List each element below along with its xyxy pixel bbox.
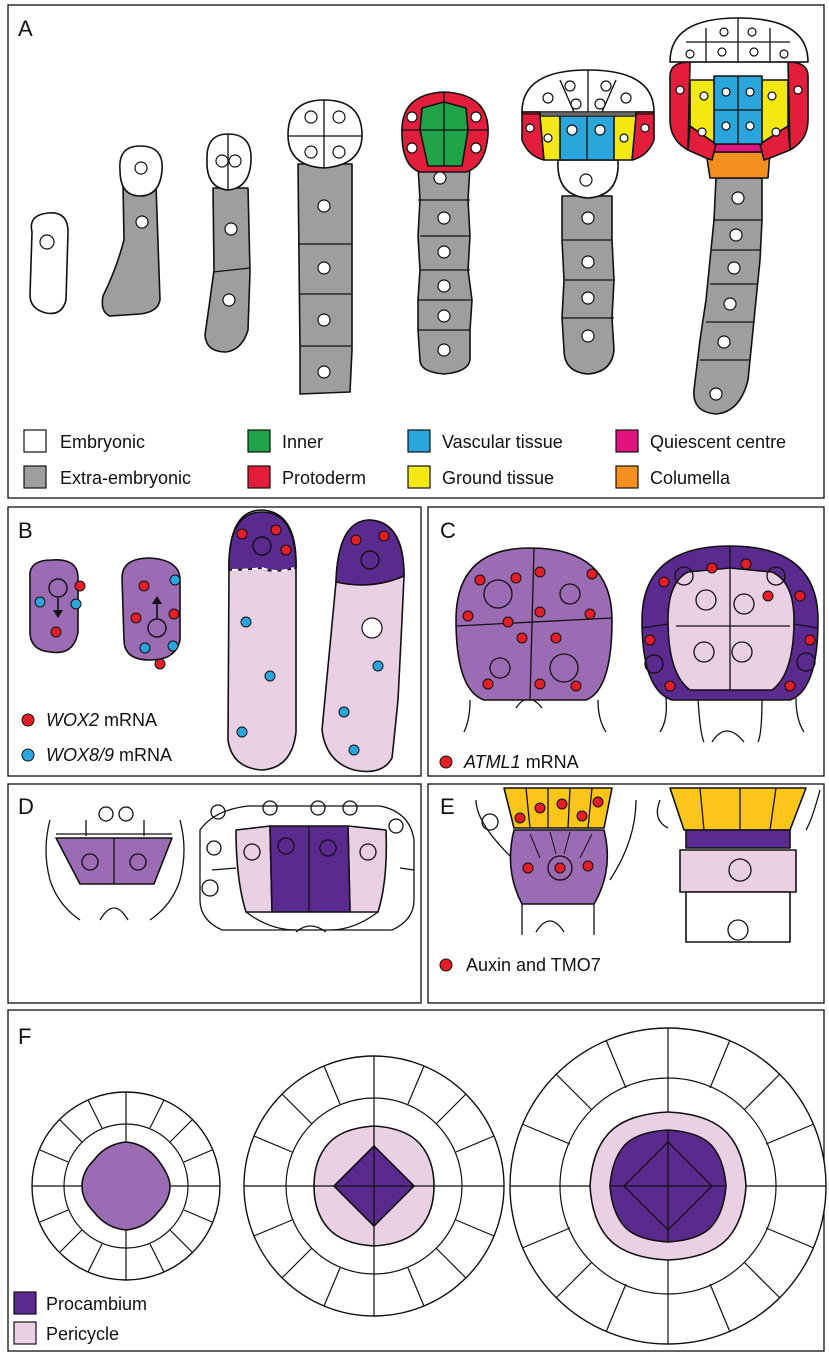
stage-two-cell <box>205 134 251 352</box>
svg-text:WOX2 mRNA: WOX2 mRNA <box>46 710 157 730</box>
b-cell-3 <box>228 510 296 770</box>
b-cell-1 <box>30 560 85 653</box>
legend-atml1-suffix: mRNA <box>521 752 579 772</box>
panel-d-label: D <box>18 794 34 819</box>
svg-text:WOX8/9 mRNA: WOX8/9 mRNA <box>46 745 172 765</box>
panel-b-label: B <box>18 518 33 543</box>
legend-a: Embryonic Extra-embryonic Inner Protoder… <box>24 430 786 488</box>
legend-b: WOX2 mRNA WOX8/9 mRNA <box>22 710 172 765</box>
swatch-procambium <box>14 1292 36 1314</box>
swatch-extra-embryonic <box>24 466 46 488</box>
panel-c-label: C <box>440 518 456 543</box>
legend-wox2-suffix: mRNA <box>99 710 157 730</box>
legend-pericycle: Pericycle <box>46 1324 119 1344</box>
legend-auxin: Auxin and TMO7 <box>466 955 601 975</box>
swatch-protoderm <box>248 466 270 488</box>
swatch-embryonic <box>24 430 46 452</box>
panel-e: E <box>428 784 824 1003</box>
panel-a: A <box>8 5 824 498</box>
swatch-inner <box>248 430 270 452</box>
legend-extra-embryonic: Extra-embryonic <box>60 468 191 488</box>
panel-c: C <box>428 507 824 776</box>
e-embryo-2 <box>657 788 820 942</box>
f-section-2 <box>244 1056 504 1316</box>
f-section-1 <box>32 1092 220 1280</box>
d-embryo-2 <box>200 801 414 932</box>
swatch-vascular <box>408 430 430 452</box>
stage-one-cell <box>102 146 162 316</box>
svg-text:ATML1 mRNA: ATML1 mRNA <box>463 752 579 772</box>
stage-dermatogen <box>402 92 488 374</box>
f-section-3 <box>510 1028 826 1344</box>
c-embryo-2 <box>642 546 818 742</box>
stage-late-globular <box>670 18 808 414</box>
swatch-pericycle <box>14 1322 36 1344</box>
d-embryo-1 <box>46 807 184 920</box>
legend-inner: Inner <box>282 432 323 452</box>
stage-globular <box>522 70 654 374</box>
panel-a-label: A <box>18 16 33 41</box>
swatch-quiescent <box>616 430 638 452</box>
legend-atml1-gene: ATML1 <box>463 752 521 772</box>
legend-embryonic: Embryonic <box>60 432 145 452</box>
panel-d: D <box>8 784 421 1003</box>
panel-e-label: E <box>440 794 455 819</box>
legend-c: ATML1 mRNA <box>440 752 579 772</box>
legend-wox89-suffix: mRNA <box>114 745 172 765</box>
swatch-columella <box>616 466 638 488</box>
b-cell-2 <box>122 558 180 669</box>
legend-procambium: Procambium <box>46 1294 147 1314</box>
legend-quiescent: Quiescent centre <box>650 432 786 452</box>
legend-wox89-gene: WOX8/9 <box>46 745 114 765</box>
legend-protoderm: Protoderm <box>282 468 366 488</box>
stage-octant <box>288 100 362 394</box>
legend-columella: Columella <box>650 468 731 488</box>
stage-zygote <box>30 213 68 314</box>
legend-vascular: Vascular tissue <box>442 432 563 452</box>
c-embryo-1 <box>456 548 612 732</box>
legend-ground: Ground tissue <box>442 468 554 488</box>
panel-f-label: F <box>18 1024 31 1049</box>
e-embryo-1 <box>476 788 636 935</box>
legend-f: Procambium Pericycle <box>14 1292 147 1344</box>
legend-wox2-gene: WOX2 <box>46 710 99 730</box>
legend-e: Auxin and TMO7 <box>440 955 601 975</box>
panel-b: B <box>8 507 421 776</box>
b-cell-4 <box>322 520 404 772</box>
swatch-ground <box>408 466 430 488</box>
panel-f: F <box>8 1010 826 1351</box>
